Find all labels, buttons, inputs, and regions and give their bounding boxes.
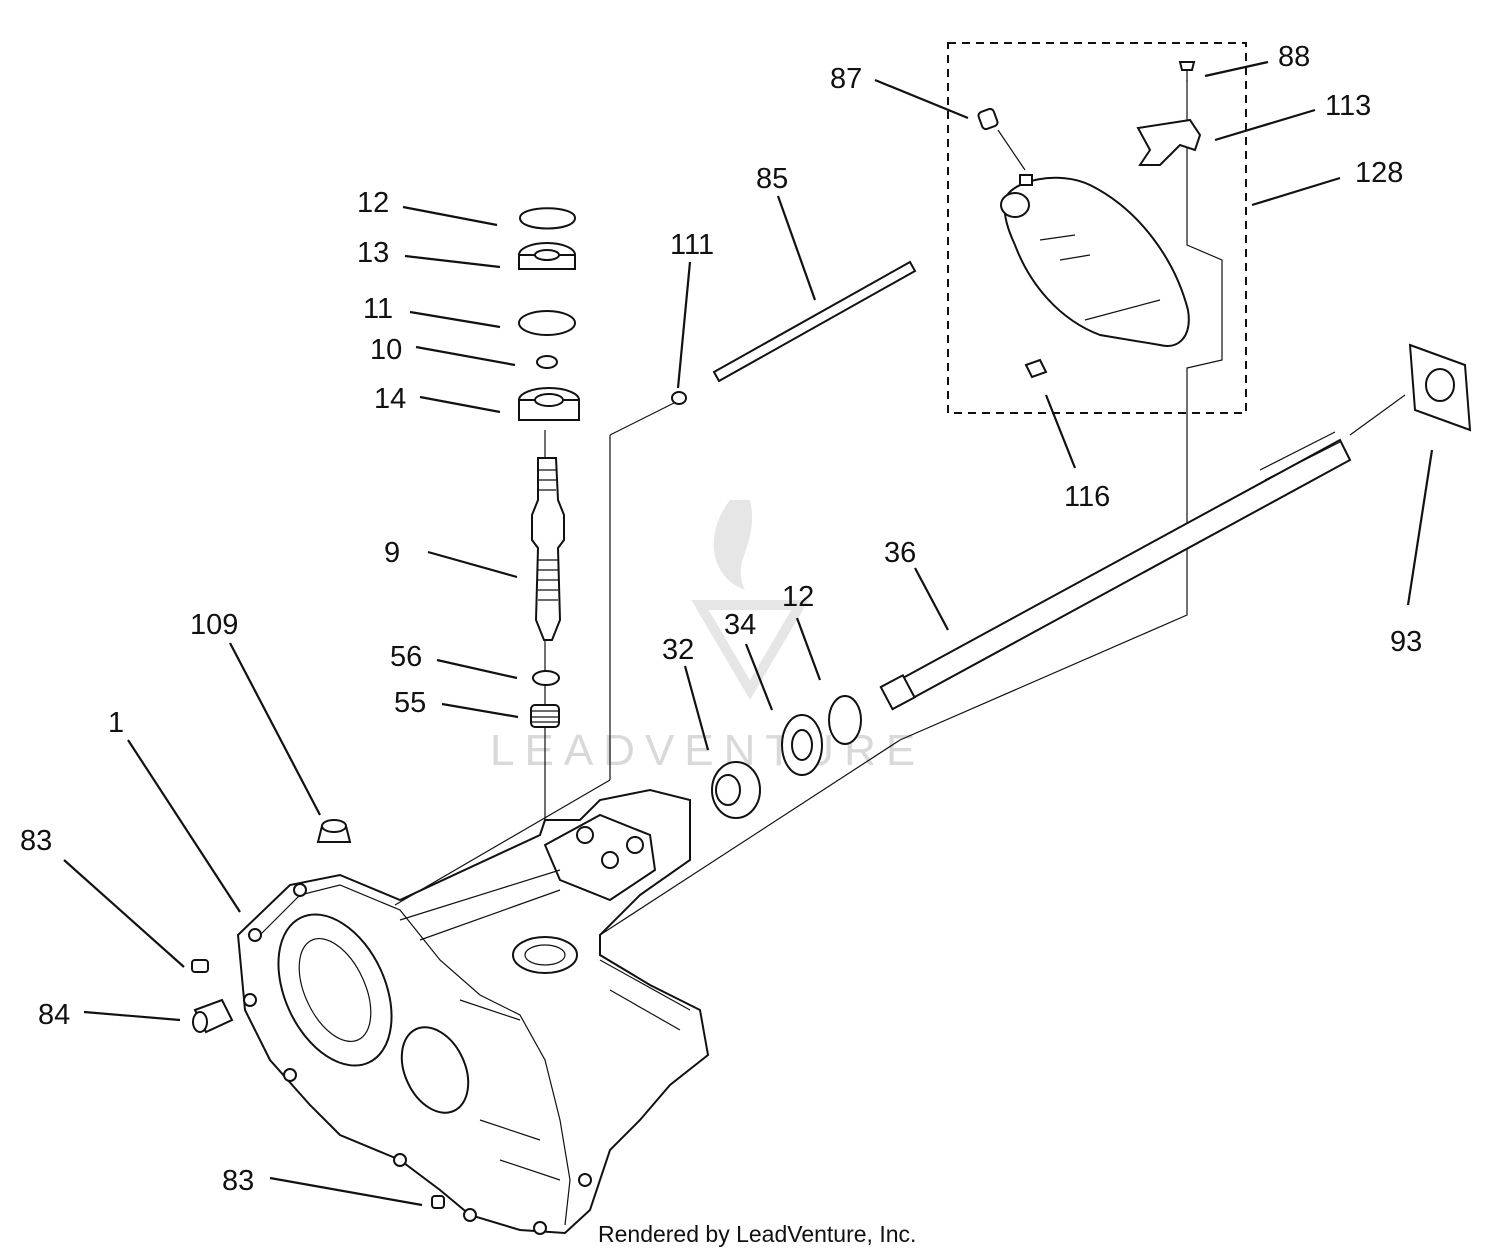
part-34-bearing [781,714,823,776]
callout-32: 32 [662,634,694,666]
kit-box-128 [947,42,1247,414]
callout-36: 36 [884,537,916,569]
callout-88: 88 [1278,41,1310,73]
callout-56: 56 [390,641,422,673]
part-32-bearing [711,761,761,819]
callout-11: 11 [363,293,393,325]
callout-111: 111 [670,229,714,261]
callout-84: 84 [38,999,70,1031]
part-87-setscrew [977,107,1026,171]
callout-87: 87 [830,63,862,95]
callout-113: 113 [1325,90,1371,122]
shaft-axis-lines [544,80,1406,830]
part-116-key [1024,358,1048,379]
callout-116: 116 [1064,481,1110,513]
part-84-valve [192,998,234,1034]
callout-83-left: 83 [20,825,52,857]
part-109-plug [316,819,352,843]
part-55-spring [530,704,560,728]
callout-12-axle: 12 [782,581,814,613]
part-83-pin-bottom [431,1195,445,1209]
callout-85: 85 [756,163,788,195]
part-113-bracket [1136,118,1202,166]
part-11-oring [518,310,576,336]
callout-14: 14 [374,383,406,415]
part-111-washer [671,391,687,405]
part-13-seal [518,242,576,270]
part-12-circlip-axle [828,695,862,745]
callout-9: 9 [384,537,400,569]
callout-1: 1 [108,707,124,739]
part-56-washer [532,670,560,686]
part-93-arm [1408,343,1472,432]
part-12-circlip-top [518,207,577,230]
part-9-input-shaft [531,457,565,641]
callout-83-bottom: 83 [222,1165,254,1197]
part-14-bearing [518,387,580,421]
shift-cover [1000,174,1190,347]
callout-93: 93 [1390,626,1422,658]
callout-109: 109 [190,609,238,641]
part-36-axle [879,431,1352,711]
callout-55: 55 [394,687,426,719]
part-10-washer [536,355,558,369]
leader-lines [63,60,1434,1207]
part-1-housing [236,739,901,1235]
callout-34: 34 [724,609,756,641]
callout-128: 128 [1355,157,1403,189]
part-88-screw [1178,61,1196,82]
callout-10: 10 [370,334,402,366]
credit-text: Rendered by LeadVenture, Inc. [598,1221,916,1247]
part-83-pin-left [191,959,209,973]
callout-13: 13 [357,237,389,269]
watermark-text: LEADVENTURE [490,726,925,775]
callout-labels: 87 88 113 128 85 111 12 13 11 10 14 9 11… [20,41,1422,1197]
part-85-rod [712,260,917,383]
callout-12-top: 12 [357,187,389,219]
